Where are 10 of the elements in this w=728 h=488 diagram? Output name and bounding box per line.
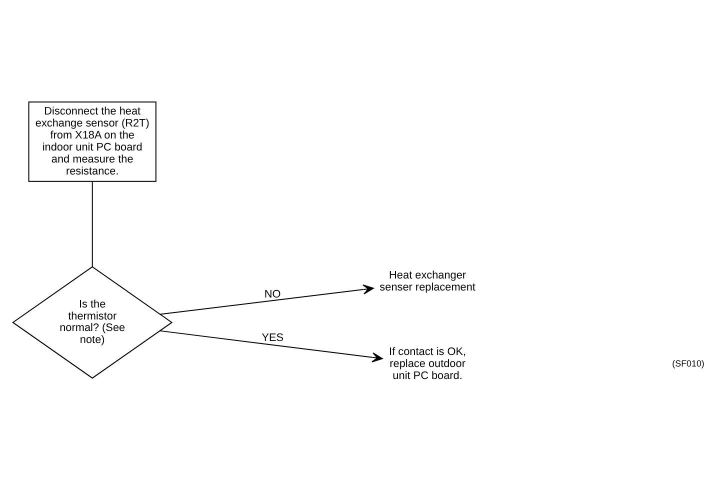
node-text: If contact is OK, replace outdoor unit PC board. — [389, 346, 466, 382]
node-diamond: Is the thermistor normal? (See note) — [12, 266, 173, 379]
node-box: Disconnect the heat exchange sensor (R2T) from X18A on the indoor unit PC board and measure the resistance. — [28, 101, 156, 182]
arrow — [159, 330, 383, 362]
edge-label: NO — [264, 288, 281, 300]
arrow — [160, 284, 374, 315]
node-text: Heat exchanger senser replacement — [380, 270, 476, 294]
edge-label: YES — [262, 332, 284, 344]
connector — [92, 181, 93, 268]
label: (SF010) — [672, 358, 704, 368]
